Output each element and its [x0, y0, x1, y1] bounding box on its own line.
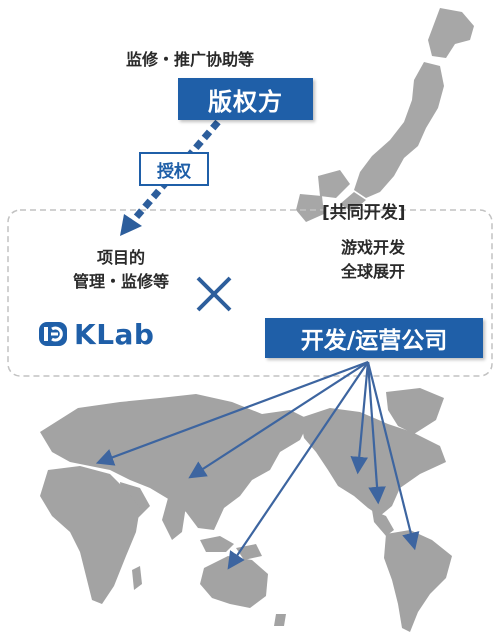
developer-role-text: 游戏开发 全球展开: [318, 236, 428, 284]
rights-holder-badge: 版权方: [178, 78, 313, 120]
arrow-to-south-america: [366, 361, 420, 551]
arrow-to-central-america: [366, 361, 386, 505]
developer-badge: 开发/运营公司: [265, 318, 483, 358]
developer-role-line2: 全球展开: [340, 262, 405, 281]
arrow-to-asia: [188, 361, 369, 479]
arrow-to-oceania: [227, 361, 369, 570]
klab-role-line1: 项目的: [96, 248, 145, 267]
klab-role-text: 项目的 管理・监修等: [36, 246, 206, 294]
distribution-arrows: [95, 360, 420, 570]
collaboration-title: [共同开发]: [322, 203, 406, 223]
collaboration-frame: [7, 209, 493, 377]
multiply-icon: [196, 276, 232, 312]
world-map: [40, 388, 452, 632]
klab-logo: KLab: [38, 314, 154, 354]
developer-role-line1: 游戏开发: [340, 238, 405, 257]
japan-map: [296, 8, 474, 222]
arrow-to-europe: [95, 360, 369, 466]
license-label: 授权: [139, 152, 209, 186]
klab-role-line2: 管理・监修等: [72, 272, 169, 291]
license-arrow-head: [120, 214, 142, 236]
top-caption: 监修・推广协助等: [125, 50, 254, 69]
klab-logo-text: KLab: [74, 317, 155, 351]
arrow-to-north-america: [350, 361, 370, 475]
klab-logo-mark-icon: [39, 322, 67, 346]
